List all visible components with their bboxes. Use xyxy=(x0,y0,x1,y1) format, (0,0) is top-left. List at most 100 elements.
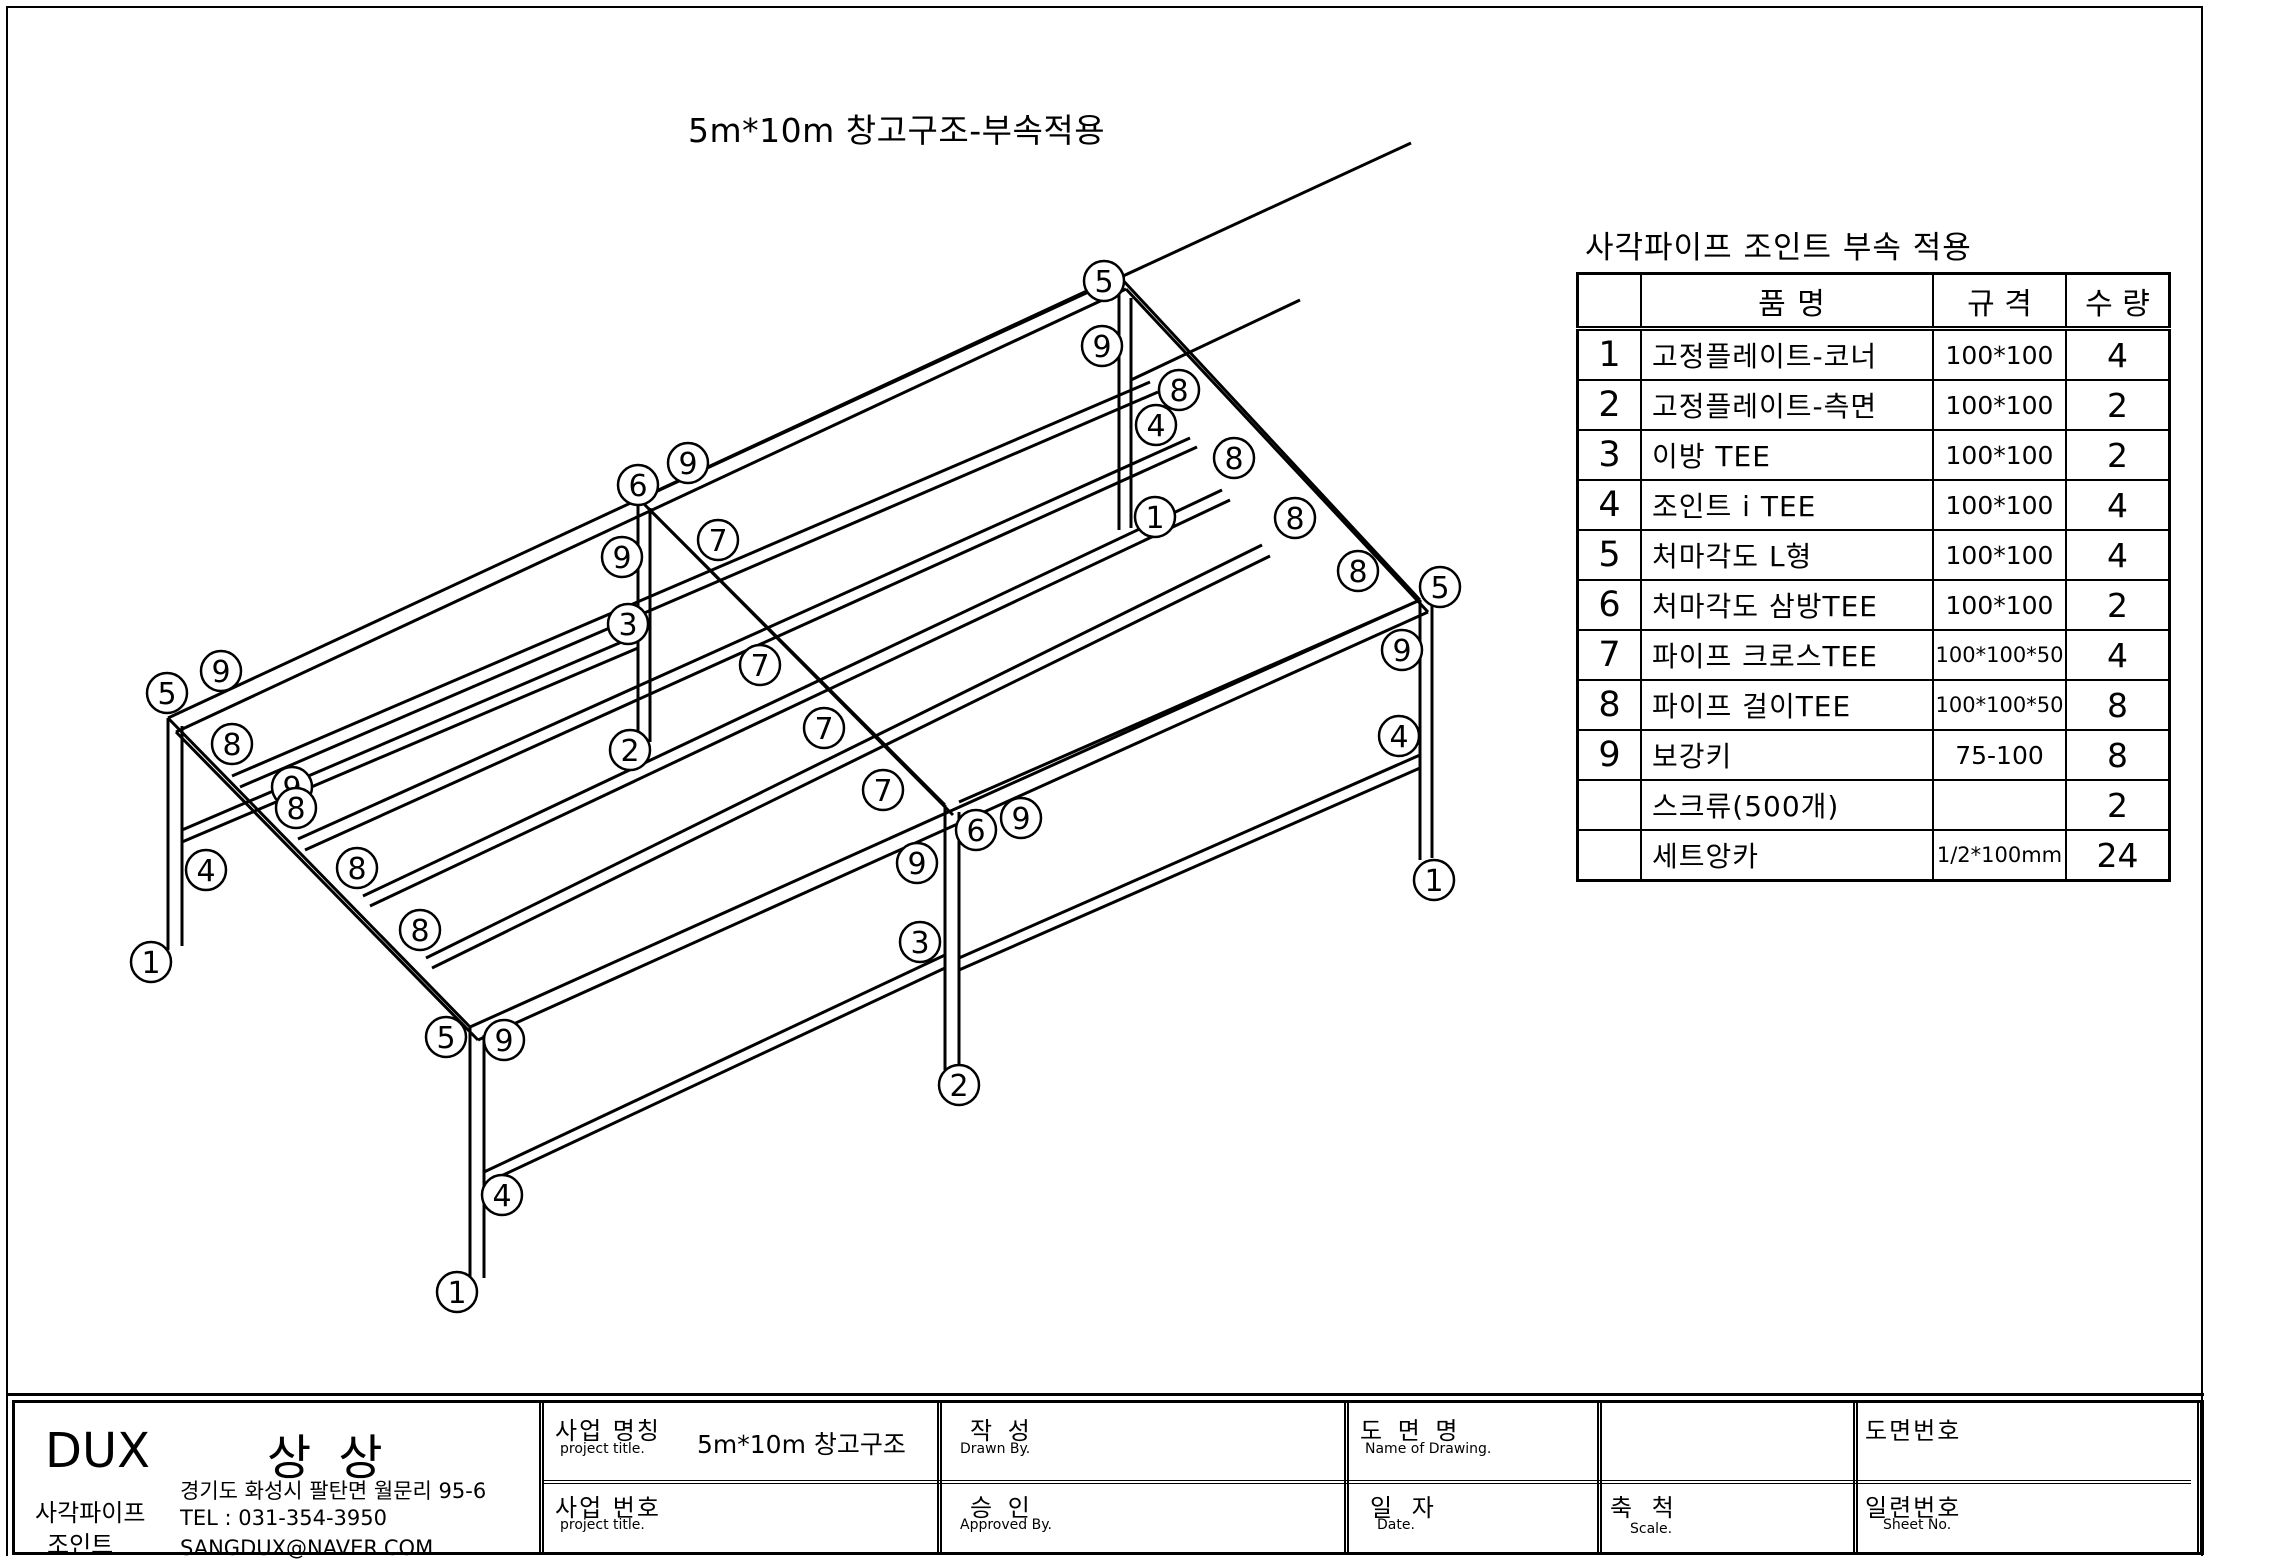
part-number xyxy=(1576,779,1642,831)
pipe-member xyxy=(174,730,480,1042)
part-callout: 9 xyxy=(895,841,939,885)
drawing-number-label: 도면번호 xyxy=(1865,1417,1962,1445)
part-callout: 8 xyxy=(1212,436,1256,480)
svg-text:2: 2 xyxy=(949,1069,968,1104)
drawing-sheet-border xyxy=(6,6,2203,1556)
part-number xyxy=(1576,829,1642,882)
company-name: DUX xyxy=(45,1423,150,1479)
svg-text:6: 6 xyxy=(628,469,647,504)
pipe-member xyxy=(1124,287,1430,614)
part-callout: 3 xyxy=(606,602,650,646)
project-name-label: 사업 명칭 xyxy=(555,1417,661,1445)
pipe-member xyxy=(369,498,1231,908)
svg-text:2: 2 xyxy=(620,734,639,769)
part-quantity: 8 xyxy=(2065,679,2171,731)
part-name: 스크류(500개) xyxy=(1640,779,1934,831)
part-quantity: 2 xyxy=(2065,579,2171,631)
part-number: 4 xyxy=(1576,479,1642,531)
pipe-member xyxy=(477,610,1429,1042)
part-name: 파이프 걸이TEE xyxy=(1640,679,1934,731)
svg-text:8: 8 xyxy=(1224,442,1243,477)
parts-table-header: 품 명 규 격 수 량 xyxy=(1576,272,2171,331)
part-quantity: 2 xyxy=(2065,379,2171,431)
approved-by-label: 승 인 xyxy=(970,1494,1034,1522)
part-callout: 1 xyxy=(1412,858,1456,902)
part-callout: 1 xyxy=(435,1270,479,1314)
part-quantity: 2 xyxy=(2065,429,2171,481)
part-callout: 5 xyxy=(1082,259,1126,303)
svg-text:6: 6 xyxy=(966,814,985,849)
part-number: 7 xyxy=(1576,629,1642,681)
pipe-member xyxy=(425,543,1263,960)
part-quantity: 8 xyxy=(2065,729,2171,781)
date-label: 일 자 xyxy=(1370,1494,1440,1522)
parts-table-caption: 사각파이프 조인트 부속 적용 xyxy=(1585,230,1972,266)
title-block-rule xyxy=(6,1393,2204,1396)
company-korean-name: 상 상 xyxy=(267,1430,389,1486)
svg-text:9: 9 xyxy=(907,847,926,882)
part-callout: 2 xyxy=(937,1063,981,1107)
header-spec: 규 격 xyxy=(1932,272,2067,331)
part-callout: 7 xyxy=(738,643,782,687)
part-callout: 9 xyxy=(999,796,1043,840)
drawn-by-label-en: Drawn By. xyxy=(960,1441,1031,1457)
part-number: 1 xyxy=(1576,327,1642,381)
drawing-title: 5m*10m 창고구조-부속적용 xyxy=(688,111,1106,150)
part-spec: 100*100 xyxy=(1932,479,2067,531)
part-callout: 5 xyxy=(1418,565,1462,609)
part-callout: 9 xyxy=(600,535,644,579)
svg-text:8: 8 xyxy=(1169,374,1188,409)
part-spec: 100*100 xyxy=(1932,579,2067,631)
part-spec xyxy=(1932,779,2067,831)
svg-text:9: 9 xyxy=(612,541,631,576)
part-callout: 7 xyxy=(861,768,905,812)
pipe-member xyxy=(958,598,1421,804)
pipe-member xyxy=(1117,274,1422,602)
part-name: 처마각도 삼방TEE xyxy=(1640,579,1934,631)
pipe-member xyxy=(231,380,1151,778)
part-name: 고정플레이트-코너 xyxy=(1640,327,1934,381)
part-callout: 1 xyxy=(129,940,173,984)
part-name: 파이프 크로스TEE xyxy=(1640,629,1934,681)
sheet-number-label: 일련번호 xyxy=(1865,1494,1962,1522)
part-spec: 1/2*100mm xyxy=(1932,829,2067,882)
part-spec: 100*100*50 xyxy=(1932,679,2067,731)
header-qty: 수 량 xyxy=(2065,272,2171,331)
svg-text:5: 5 xyxy=(436,1021,455,1056)
project-name-value: 5m*10m 창고구조 xyxy=(697,1430,906,1459)
parts-table-row: 스크류(500개)2 xyxy=(1576,779,2171,831)
part-callout: 6 xyxy=(954,808,998,852)
pipe-member xyxy=(362,488,1223,898)
sheet-number-label-en: Sheet No. xyxy=(1883,1517,1952,1533)
part-number: 9 xyxy=(1576,729,1642,781)
svg-text:7: 7 xyxy=(873,774,892,809)
company-phone: TEL : 031-354-3950 xyxy=(180,1506,387,1530)
part-callout: 9 xyxy=(666,441,710,485)
part-name: 보강키 xyxy=(1640,729,1934,781)
svg-text:8: 8 xyxy=(347,852,366,887)
svg-text:4: 4 xyxy=(1146,409,1165,444)
pipe-member xyxy=(181,646,639,844)
part-callout: 8 xyxy=(1273,496,1317,540)
part-callout: 9 xyxy=(1080,324,1124,368)
svg-text:3: 3 xyxy=(910,926,929,961)
svg-text:7: 7 xyxy=(814,712,833,747)
pipe-member xyxy=(431,554,1271,970)
part-quantity: 24 xyxy=(2065,829,2171,882)
title-block: DUX 상 상 사각파이프 조인트 경기도 화성시 팔탄면 월문리 95-6 T… xyxy=(12,1400,2204,1560)
svg-text:1: 1 xyxy=(1145,501,1164,536)
part-name: 처마각도 L형 xyxy=(1640,529,1934,581)
svg-text:4: 4 xyxy=(1389,720,1408,755)
svg-text:7: 7 xyxy=(708,524,727,559)
part-number: 3 xyxy=(1576,429,1642,481)
part-callout: 8 xyxy=(274,786,318,830)
part-name: 세트앙카 xyxy=(1640,829,1934,882)
